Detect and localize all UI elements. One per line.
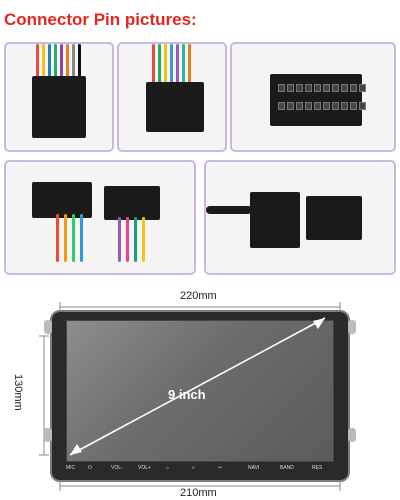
section-title: Connector Pin pictures: bbox=[4, 10, 197, 29]
button-label: VOL- bbox=[111, 465, 123, 471]
mount-tab-left-top bbox=[44, 320, 52, 334]
cable bbox=[206, 206, 252, 214]
top-width-label: 220mm bbox=[180, 290, 217, 302]
connector-housing bbox=[32, 76, 86, 138]
button-label: ⏻ bbox=[88, 465, 92, 471]
button-label: BAND bbox=[280, 465, 294, 471]
connector-housing bbox=[32, 182, 92, 218]
connector-housing bbox=[250, 192, 300, 248]
button-label: RES bbox=[312, 465, 323, 471]
button-label: VOL+ bbox=[138, 465, 151, 471]
button-label: MIC bbox=[66, 465, 76, 471]
connector-housing bbox=[104, 186, 160, 220]
harness-photo-2 bbox=[204, 160, 396, 275]
connector-housing bbox=[270, 74, 366, 126]
bottom-width-label: 210mm bbox=[180, 487, 217, 499]
connector-photo-2 bbox=[117, 42, 227, 152]
button-label: NAVI bbox=[248, 465, 260, 471]
mount-tab-left-bottom bbox=[44, 428, 52, 442]
connector-photo-1 bbox=[4, 42, 114, 152]
button-label: ⌂ bbox=[166, 465, 170, 471]
button-label: ↩ bbox=[218, 465, 223, 471]
connector-housing bbox=[146, 82, 204, 132]
mount-tab-right-bottom bbox=[348, 428, 356, 442]
button-label: ⌕ bbox=[192, 465, 195, 471]
device-screen bbox=[66, 320, 334, 462]
head-unit-device: MIC ⏻ VOL- VOL+ ⌂ ⌕ ↩ NAVI BAND RES bbox=[44, 310, 356, 482]
diagonal-label: 9 inch bbox=[168, 387, 206, 402]
pin-row-bottom bbox=[278, 102, 366, 110]
mount-tab-right-top bbox=[348, 320, 356, 334]
connector-housing bbox=[306, 196, 362, 240]
connector-photo-3 bbox=[230, 42, 396, 152]
pin-row-top bbox=[278, 84, 366, 92]
harness-photo-1 bbox=[4, 160, 196, 275]
button-strip: MIC ⏻ VOL- VOL+ ⌂ ⌕ ↩ NAVI BAND RES bbox=[66, 462, 332, 476]
